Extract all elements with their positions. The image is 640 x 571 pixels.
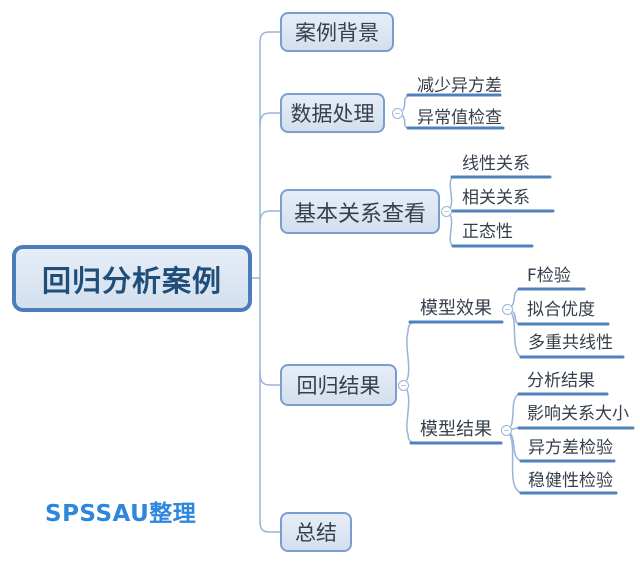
node-f-test[interactable]: F检验 [527,266,571,286]
watermark-text: SPSSAU整理 [45,501,197,527]
node-robustness-test[interactable]: 稳健性检验 [528,471,613,491]
node-regression-results[interactable]: 回归结果 [280,364,397,406]
collapse-toggle-icon[interactable]: − [502,304,513,315]
node-normality[interactable]: 正态性 [462,222,513,242]
collapse-toggle-icon[interactable]: − [392,108,403,119]
node-linear-relationship[interactable]: 线性关系 [462,154,530,174]
node-case-background[interactable]: 案例背景 [280,12,394,52]
collapse-toggle-icon[interactable]: − [398,380,409,391]
node-data-processing[interactable]: 数据处理 [280,93,385,133]
node-heteroscedasticity-test[interactable]: 异方差检验 [528,438,613,458]
node-analysis-result[interactable]: 分析结果 [527,371,595,391]
node-influence-magnitude[interactable]: 影响关系大小 [527,404,629,424]
node-model-result[interactable]: 模型结果 [420,419,492,440]
node-outlier-check[interactable]: 异常值检查 [417,108,502,128]
node-basic-relationship-check[interactable]: 基本关系查看 [280,189,440,234]
node-model-effect[interactable]: 模型效果 [420,298,492,319]
node-multicollinearity[interactable]: 多重共线性 [528,333,613,353]
node-correlation[interactable]: 相关关系 [462,188,530,208]
node-summary[interactable]: 总结 [280,512,352,552]
node-goodness-of-fit[interactable]: 拟合优度 [527,300,595,320]
node-reduce-heteroscedasticity[interactable]: 减少异方差 [417,76,502,96]
node-root-topic[interactable]: 回归分析案例 [12,245,252,312]
collapse-toggle-icon[interactable]: − [501,425,512,436]
collapse-toggle-icon[interactable]: − [441,206,452,217]
